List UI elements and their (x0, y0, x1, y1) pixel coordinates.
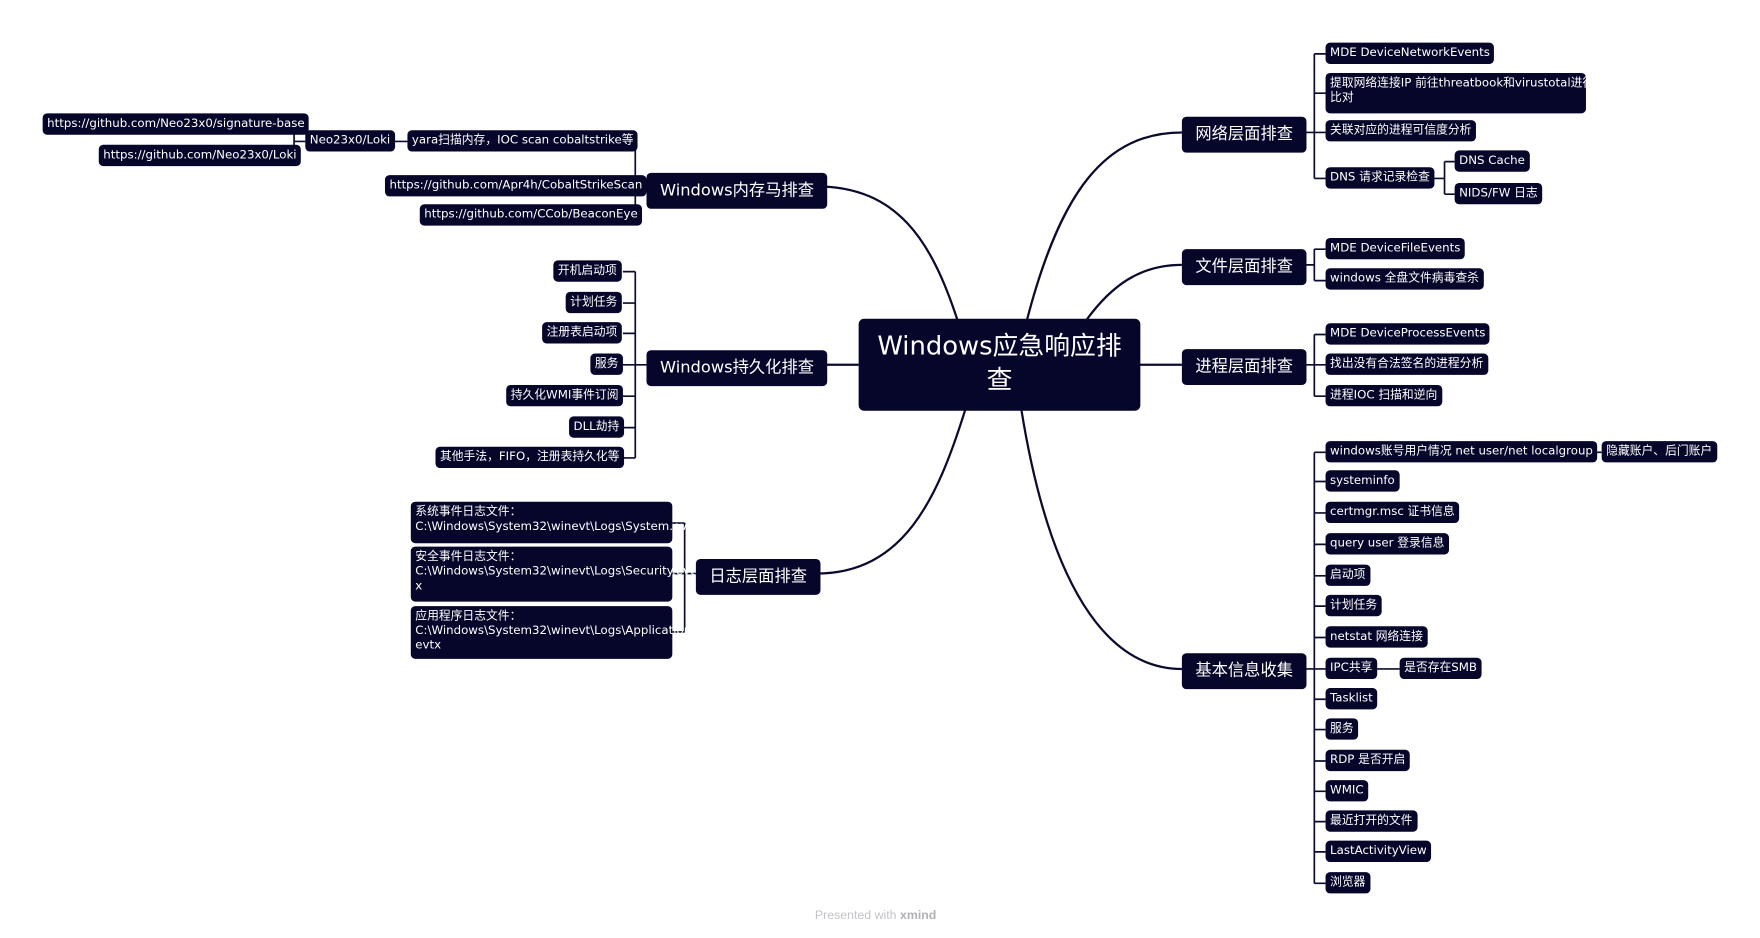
basic-item-accounts[interactable]: windows账号用户情况 net user/net localgroup (1325, 441, 1598, 463)
file-item[interactable]: MDE DeviceFileEvents (1325, 237, 1465, 260)
basic-item[interactable]: query user 登录信息 (1325, 533, 1449, 555)
dns-cache[interactable]: DNS Cache (1454, 150, 1530, 172)
process-item[interactable]: MDE DeviceProcessEvents (1325, 323, 1490, 345)
basic-item[interactable]: certmgr.msc 证书信息 (1325, 501, 1460, 524)
network-item[interactable]: MDE DeviceNetworkEvents (1325, 42, 1495, 64)
footer-prefix: Presented with (814, 909, 897, 923)
persistence-item[interactable]: 其他手法，FIFO，注册表持久化等 (435, 446, 625, 469)
basic-item[interactable]: 服务 (1325, 718, 1359, 740)
basic-item[interactable]: 最近打开的文件 (1325, 810, 1418, 832)
log-file-system[interactable]: 系统事件日志文件： C:\Windows\System32\winevt\Log… (410, 501, 699, 544)
memory-link-cobaltstrikescan[interactable]: https://github.com/Apr4h/CobaltStrikeSca… (384, 175, 647, 197)
log-file-security[interactable]: 安全事件日志文件： C:\Windows\System32\winevt\Log… (410, 546, 695, 602)
memory-loki[interactable]: Neo23x0/Loki (305, 130, 395, 152)
account-hidden-backdoor[interactable]: 隐藏账户、后门账户 (1601, 441, 1717, 463)
basic-item[interactable]: systeminfo (1325, 470, 1400, 492)
branch-persistence[interactable]: Windows持久化排查 (646, 350, 828, 387)
persistence-item[interactable]: 开机启动项 (553, 260, 622, 282)
branch-network[interactable]: 网络层面排查 (1181, 116, 1307, 153)
memory-yara-scan[interactable]: yara扫描内存，IOC scan cobaltstrike等 (407, 130, 638, 152)
persistence-item[interactable]: 服务 (590, 353, 623, 375)
basic-item[interactable]: LastActivityView (1325, 840, 1432, 863)
basic-item-ipc[interactable]: IPC共享 (1325, 657, 1377, 680)
presented-with-xmind: Presented with xmind (815, 909, 936, 922)
basic-item[interactable]: 计划任务 (1325, 594, 1382, 617)
basic-item[interactable]: RDP 是否开启 (1325, 749, 1410, 772)
xmind-brand: xmind (899, 909, 937, 923)
loki-link-loki[interactable]: https://github.com/Neo23x0/Loki (98, 144, 302, 167)
persistence-item[interactable]: 注册表启动项 (542, 322, 622, 344)
memory-link-beaconeye[interactable]: https://github.com/CCob/BeaconEye (419, 204, 643, 226)
ipc-smb-check[interactable]: 是否存在SMB (1399, 657, 1482, 680)
basic-item[interactable]: Tasklist (1325, 688, 1378, 710)
process-item[interactable]: 进程IOC 扫描和逆向 (1325, 384, 1442, 407)
network-item[interactable]: 关联对应的进程可信度分析 (1325, 120, 1476, 142)
persistence-item[interactable]: DLL劫持 (569, 416, 624, 438)
basic-item[interactable]: 启动项 (1325, 564, 1370, 586)
basic-item[interactable]: WMIC (1325, 780, 1369, 802)
dns-nids-fw-log[interactable]: NIDS/FW 日志 (1454, 182, 1543, 205)
basic-item[interactable]: 浏览器 (1325, 872, 1370, 894)
branch-memory-shell[interactable]: Windows内存马排查 (646, 172, 828, 209)
network-item-dns[interactable]: DNS 请求记录检查 (1325, 167, 1435, 189)
root-topic[interactable]: Windows应急响应排查 (858, 318, 1141, 411)
basic-item[interactable]: netstat 网络连接 (1325, 626, 1428, 648)
branch-logs[interactable]: 日志层面排查 (695, 558, 821, 595)
persistence-item[interactable]: 计划任务 (565, 291, 622, 314)
branch-file[interactable]: 文件层面排查 (1181, 249, 1307, 286)
branch-process[interactable]: 进程层面排查 (1181, 349, 1307, 385)
file-item[interactable]: windows 全盘文件病毒查杀 (1325, 268, 1484, 290)
branch-basic-info[interactable]: 基本信息收集 (1181, 653, 1307, 690)
log-file-application[interactable]: 应用程序日志文件： C:\Windows\System32\winevt\Log… (410, 606, 695, 659)
loki-link-signature-base[interactable]: https://github.com/Neo23x0/signature-bas… (42, 113, 310, 135)
persistence-item[interactable]: 持久化WMI事件订阅 (506, 384, 623, 407)
network-item[interactable]: 提取网络连接IP 前往threatbook和virustotal进行 比对 (1325, 72, 1594, 114)
process-item[interactable]: 找出没有合法签名的进程分析 (1325, 353, 1488, 375)
